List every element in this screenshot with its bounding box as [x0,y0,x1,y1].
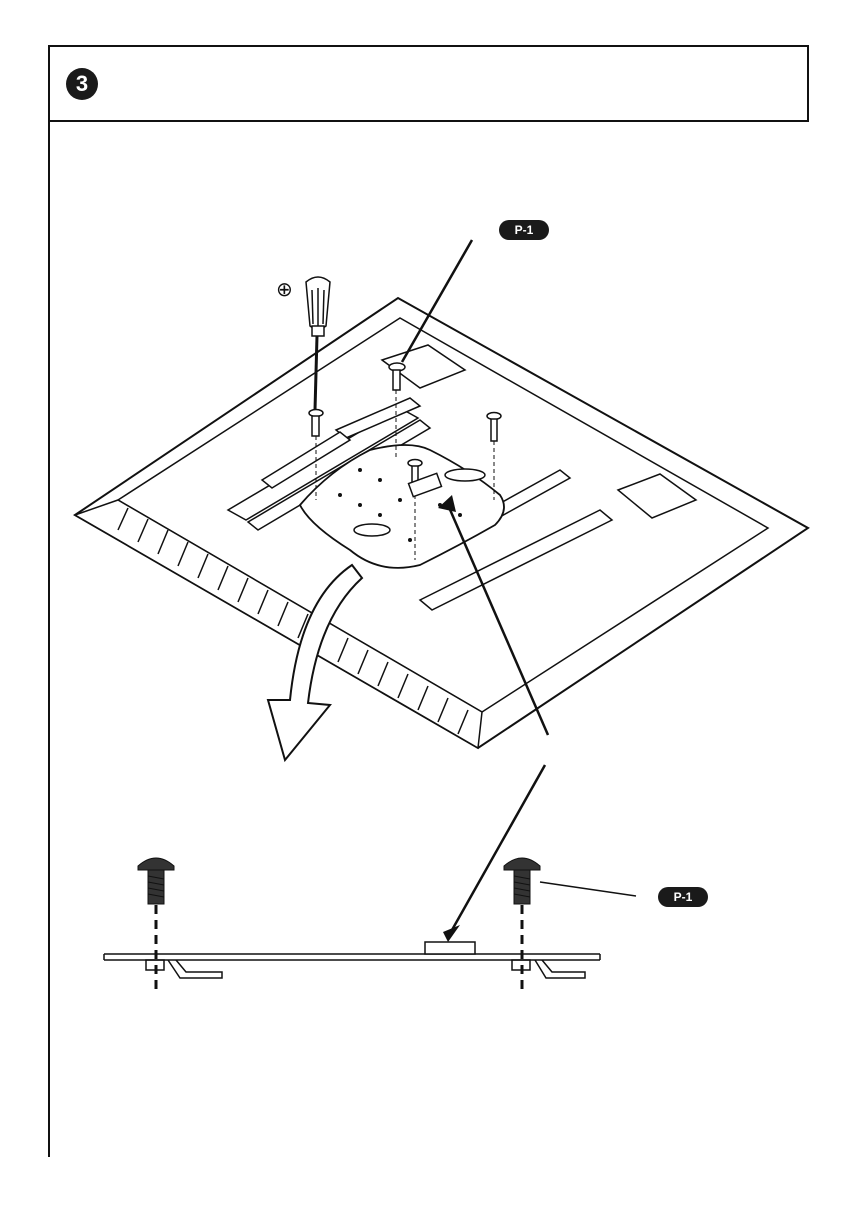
bottom-callout-leader [540,882,636,896]
bolt-left-icon [138,858,174,904]
phillips-symbol-icon: ⊕ [276,277,293,301]
part-label-top: P-1 [499,220,549,240]
part-label-bottom: P-1 [658,887,708,907]
side-view-diagram [104,765,636,992]
spacer-side-arrowhead [443,925,460,942]
bolt-right-icon [504,858,540,904]
spacer-side-leader [452,765,545,930]
